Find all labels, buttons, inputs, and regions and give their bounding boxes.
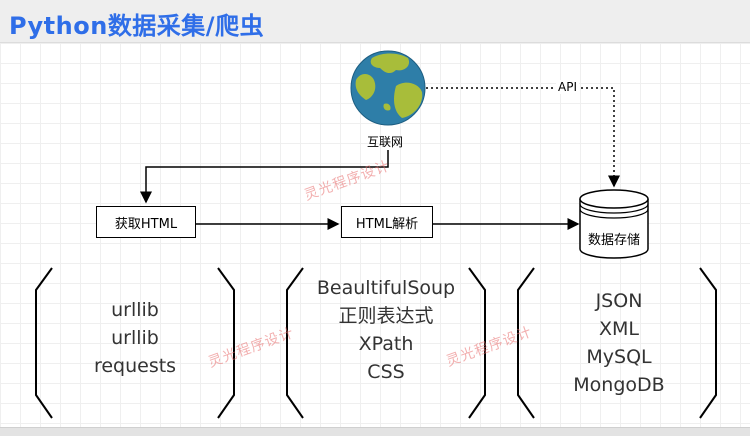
fetch-html-node: 获取HTML bbox=[96, 206, 196, 238]
store-targets-list: JSON XML MySQL MongoDB bbox=[540, 287, 698, 399]
list-item: XML bbox=[599, 318, 639, 340]
list-item: urllib bbox=[111, 299, 159, 321]
bottom-scrollbar[interactable] bbox=[0, 427, 750, 436]
title-bar: Python数据采集/爬虫 bbox=[0, 0, 750, 43]
list-item: requests bbox=[93, 355, 177, 377]
bracket-group-store bbox=[517, 267, 717, 419]
list-item: MySQL bbox=[586, 346, 652, 368]
list-item: 正则表达式 bbox=[338, 305, 434, 327]
list-item: urllib bbox=[111, 327, 159, 349]
list-item: BeaultifulSoup bbox=[316, 277, 456, 299]
list-item: MongoDB bbox=[573, 374, 665, 396]
edge-internet-to-fetch bbox=[140, 150, 389, 204]
bracket-group-fetch bbox=[35, 267, 235, 419]
globe-icon bbox=[350, 50, 426, 126]
api-label: API bbox=[556, 80, 579, 94]
list-item: JSON bbox=[595, 290, 643, 312]
internet-label: 互联网 bbox=[367, 135, 404, 149]
list-item: XPath bbox=[358, 333, 414, 355]
fetch-tools-list: urllib urllib requests bbox=[60, 296, 210, 380]
list-item: CSS bbox=[367, 361, 405, 383]
page-title: Python数据采集/爬虫 bbox=[9, 12, 265, 40]
edge-internet-to-store-api bbox=[426, 87, 620, 188]
database-icon bbox=[579, 189, 649, 259]
html-parse-node: HTML解析 bbox=[341, 206, 433, 238]
bracket-group-parse bbox=[286, 267, 486, 419]
data-storage-label: 数据存储 bbox=[587, 233, 640, 248]
parse-tools-list: BeaultifulSoup 正则表达式 XPath CSS bbox=[305, 274, 467, 386]
